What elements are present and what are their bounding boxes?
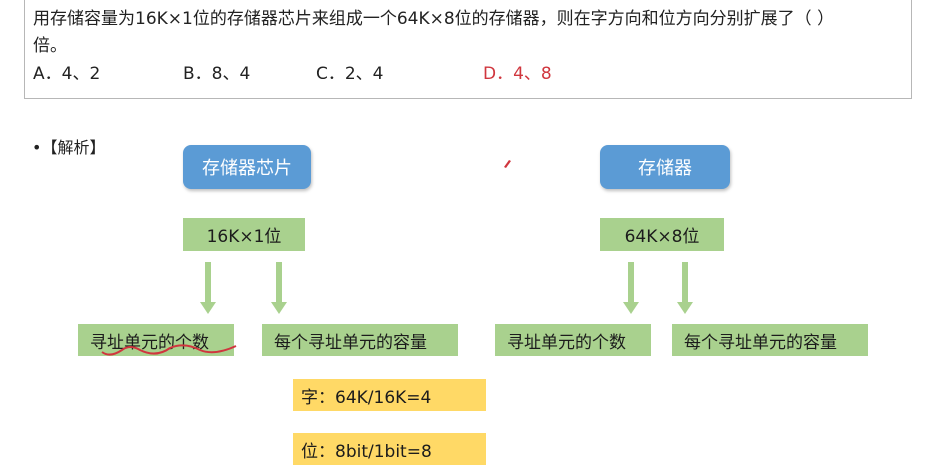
chip-unit-count-box: 寻址单元的个数 [78,324,234,356]
chip-spec: 16K×1位 [206,227,282,247]
chip-title: 存储器芯片 [202,158,292,179]
question-text-line1: 用存储容量为16K×1位的存储器芯片来组成一个64K×8位的存储器，则在字方向和… [33,9,835,29]
memory-unit-count-box: 寻址单元的个数 [495,324,651,356]
memory-spec-box: 64K×8位 [600,218,724,251]
analysis-heading: •【解析】 [32,138,106,157]
memory-unit-capacity: 每个寻址单元的容量 [684,332,837,353]
arrow-memory-count [623,262,639,314]
arrow-chip-count [200,262,216,314]
option-d-answer: D．4、8 [483,64,552,84]
question-text-line2: 倍。 [33,36,67,56]
chip-unit-capacity-box: 每个寻址单元的容量 [262,324,458,356]
pen-cursor-icon [504,160,511,168]
chip-title-box: 存储器芯片 [183,145,311,189]
option-b: B．8、4 [183,64,251,84]
option-a: A．4、2 [33,64,101,84]
handwritten-underline-annotation [101,344,237,356]
arrow-memory-capacity [677,262,693,314]
bit-direction-calc: 位：8bit/1bit=8 [301,441,432,462]
memory-unit-capacity-box: 每个寻址单元的容量 [672,324,868,356]
bit-direction-calc-box: 位：8bit/1bit=8 [293,433,486,465]
memory-title: 存储器 [638,158,692,179]
word-direction-calc-box: 字：64K/16K=4 [293,379,486,411]
word-direction-calc: 字：64K/16K=4 [301,387,432,408]
option-c: C．2、4 [316,64,384,84]
chip-spec-box: 16K×1位 [183,218,305,251]
chip-unit-capacity: 每个寻址单元的容量 [274,332,427,353]
memory-title-box: 存储器 [600,145,730,189]
chip-unit-count: 寻址单元的个数 [90,332,209,353]
question-box: 用存储容量为16K×1位的存储器芯片来组成一个64K×8位的存储器，则在字方向和… [24,0,912,99]
memory-unit-count: 寻址单元的个数 [507,332,626,353]
memory-spec: 64K×8位 [624,227,700,247]
arrow-chip-capacity [271,262,287,314]
